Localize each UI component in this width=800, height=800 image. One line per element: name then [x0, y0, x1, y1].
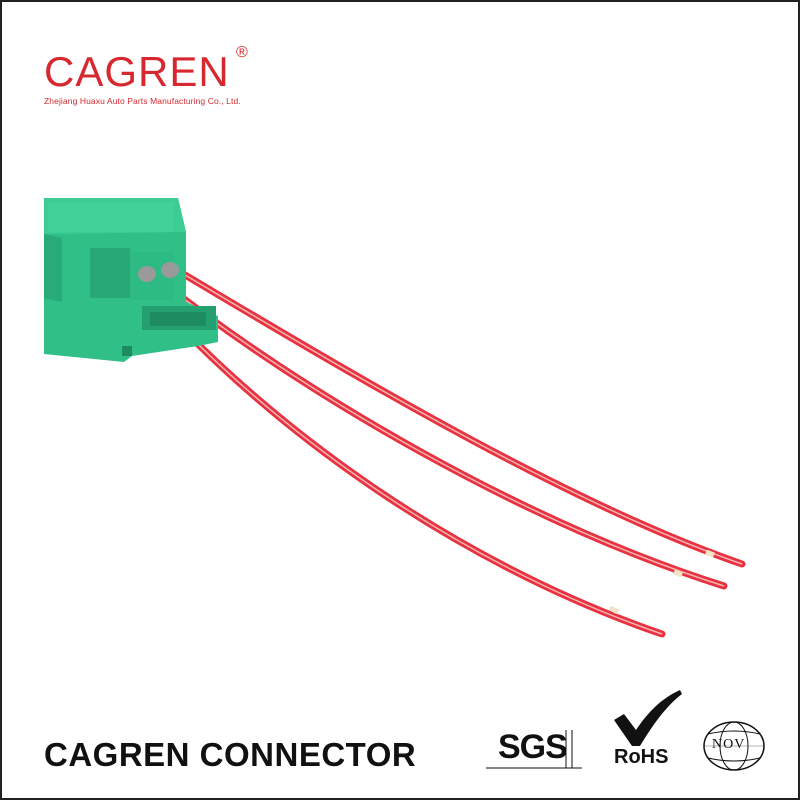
rohs-certification-logo: RoHS	[610, 690, 686, 776]
footer-title: CAGREN CONNECTOR	[44, 736, 417, 773]
nov-label: NOV	[712, 737, 746, 752]
sgs-badge-icon	[486, 730, 582, 769]
sgs-certification-logo: SGS	[486, 724, 582, 772]
wire-3-stripe	[143, 286, 663, 635]
brand-logo: CAGREN ® Zhejiang Huaxu Auto Parts Manuf…	[44, 44, 248, 106]
wires	[140, 268, 746, 638]
nov-certification-logo: NOV	[702, 720, 766, 772]
wire-2-stripe	[161, 281, 725, 587]
rohs-label: RoHS	[614, 746, 669, 768]
brand-name: CAGREN	[44, 48, 230, 95]
wire-2	[158, 278, 728, 590]
wire-3	[140, 283, 666, 638]
company-name: Zhejiang Huaxu Auto Parts Manufacturing …	[44, 96, 241, 106]
checkmark-icon	[614, 690, 682, 746]
wire-1-stripe	[179, 271, 743, 565]
sgs-label: SGS	[498, 728, 568, 766]
registered-mark: ®	[236, 44, 248, 61]
globe-icon	[703, 721, 765, 771]
connector-housing	[44, 198, 218, 362]
wire-1	[176, 268, 746, 568]
